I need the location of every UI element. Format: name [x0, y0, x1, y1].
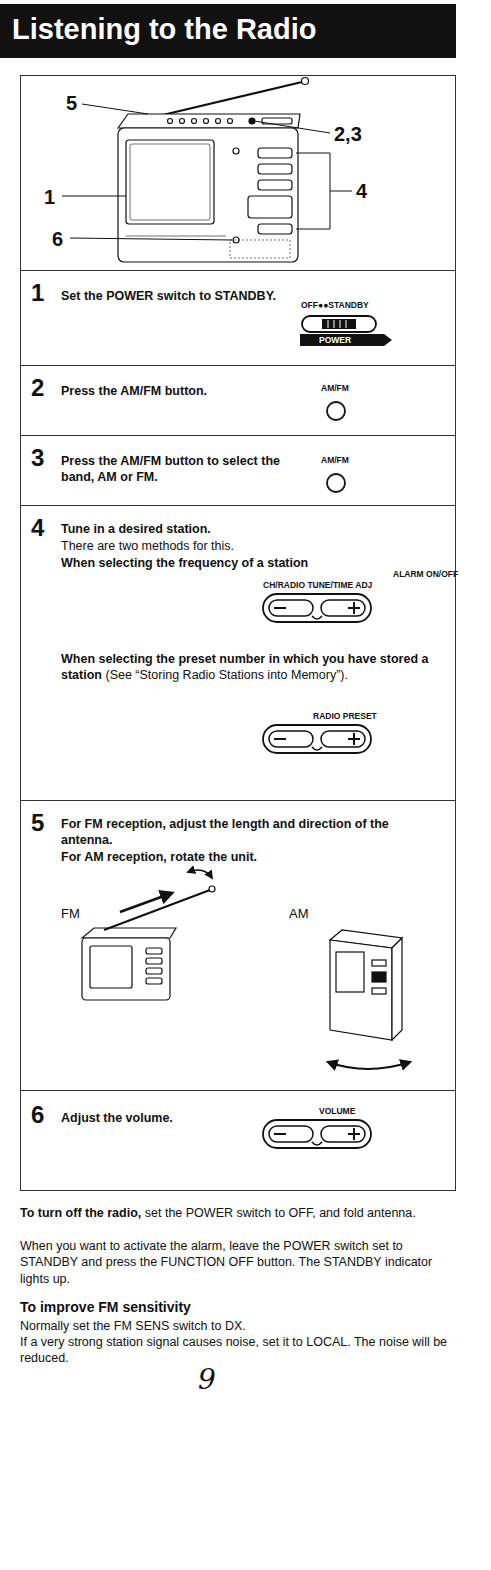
- step-number: 3: [31, 446, 44, 470]
- step-instruction: Press the AM/FM button to select the ban…: [61, 453, 281, 486]
- volume-rocker: [263, 1120, 371, 1148]
- step-number: 6: [31, 1103, 44, 1127]
- title-band: [0, 4, 456, 58]
- fm-antenna-illustration: [82, 870, 215, 1000]
- step-instruction: Set the POWER switch to STANDBY.: [61, 288, 291, 304]
- power-switch: [300, 316, 392, 346]
- callout-leaders: [62, 104, 352, 240]
- switch-label: OFF●●STANDBY: [301, 301, 369, 310]
- callout-number: 2,3: [332, 124, 364, 144]
- band-label: FM: [61, 906, 80, 923]
- step-instruction: Tune in a desired station.: [61, 521, 441, 537]
- step-row: 6 Adjust the volume. VOLUME: [20, 1090, 456, 1191]
- page-number: 9: [198, 1366, 216, 1394]
- step-number: 4: [31, 516, 44, 540]
- note-text: When you want to activate the alarm, lea…: [20, 1238, 460, 1287]
- step-row: 4 Tune in a desired station.There are two…: [20, 505, 456, 801]
- radio-illustration: [118, 78, 309, 263]
- text-paragraph: To turn off the radio, set the POWER swit…: [20, 1205, 460, 1221]
- button-label: VOLUME: [319, 1107, 355, 1116]
- step-instruction: For FM reception, adjust the length and …: [61, 816, 431, 849]
- callout-number: 5: [64, 93, 79, 113]
- amfm-button: [327, 402, 345, 420]
- step-number: 5: [31, 811, 44, 835]
- step-row: 5 For FM reception, adjust the length and…: [20, 800, 456, 1091]
- band-label: AM: [289, 906, 309, 923]
- tune-rocker: [263, 594, 371, 622]
- text-paragraph: When selecting the preset number in whic…: [61, 651, 441, 684]
- step-row: 3 Press the AM/FM button to select the ba…: [20, 435, 456, 506]
- step-number: 1: [31, 281, 44, 305]
- step-number: 2: [31, 376, 44, 400]
- note-text: set the POWER switch to OFF, and fold an…: [145, 1206, 416, 1220]
- callout-number: 4: [354, 181, 369, 201]
- step-instruction: Adjust the volume.: [61, 1110, 291, 1126]
- note-heading: To turn off the radio,: [20, 1206, 141, 1220]
- button-label: CH/RADIO TUNE/TIME ADJ: [263, 581, 372, 590]
- section-heading: To improve FM sensitivity: [20, 1298, 460, 1316]
- page-title: Listening to the Radio: [12, 13, 317, 46]
- button-label: RADIO PRESET: [313, 712, 377, 721]
- step-row: 2 Press the AM/FM button. AM/FM: [20, 365, 456, 436]
- step-instruction: Press the AM/FM button.: [61, 383, 291, 399]
- preset-rocker: [263, 725, 371, 753]
- callout-number: 6: [50, 229, 65, 249]
- note-text: If a very strong station signal causes n…: [20, 1334, 460, 1367]
- step-row: 1 Set the POWER switch to STANDBY. OFF●●ST…: [20, 270, 456, 366]
- button-label: AM/FM: [321, 384, 349, 393]
- outer-frame: [21, 76, 456, 1191]
- callout-number: 1: [42, 187, 57, 207]
- button-label: ALARM ON/OFF: [393, 570, 458, 579]
- amfm-button: [327, 474, 345, 492]
- button-label: AM/FM: [321, 456, 349, 465]
- note-text: Normally set the FM SENS switch to DX.: [20, 1318, 460, 1334]
- step-instruction: For AM reception, rotate the unit.: [61, 849, 431, 865]
- method-heading: When selecting the frequency of a statio…: [61, 555, 441, 571]
- am-rotate-illustration: [328, 930, 410, 1069]
- step-note: There are two methods for this.: [61, 538, 441, 554]
- switch-label: POWER: [319, 336, 351, 345]
- cross-reference: (See “Storing Radio Stations into Memory…: [105, 668, 347, 682]
